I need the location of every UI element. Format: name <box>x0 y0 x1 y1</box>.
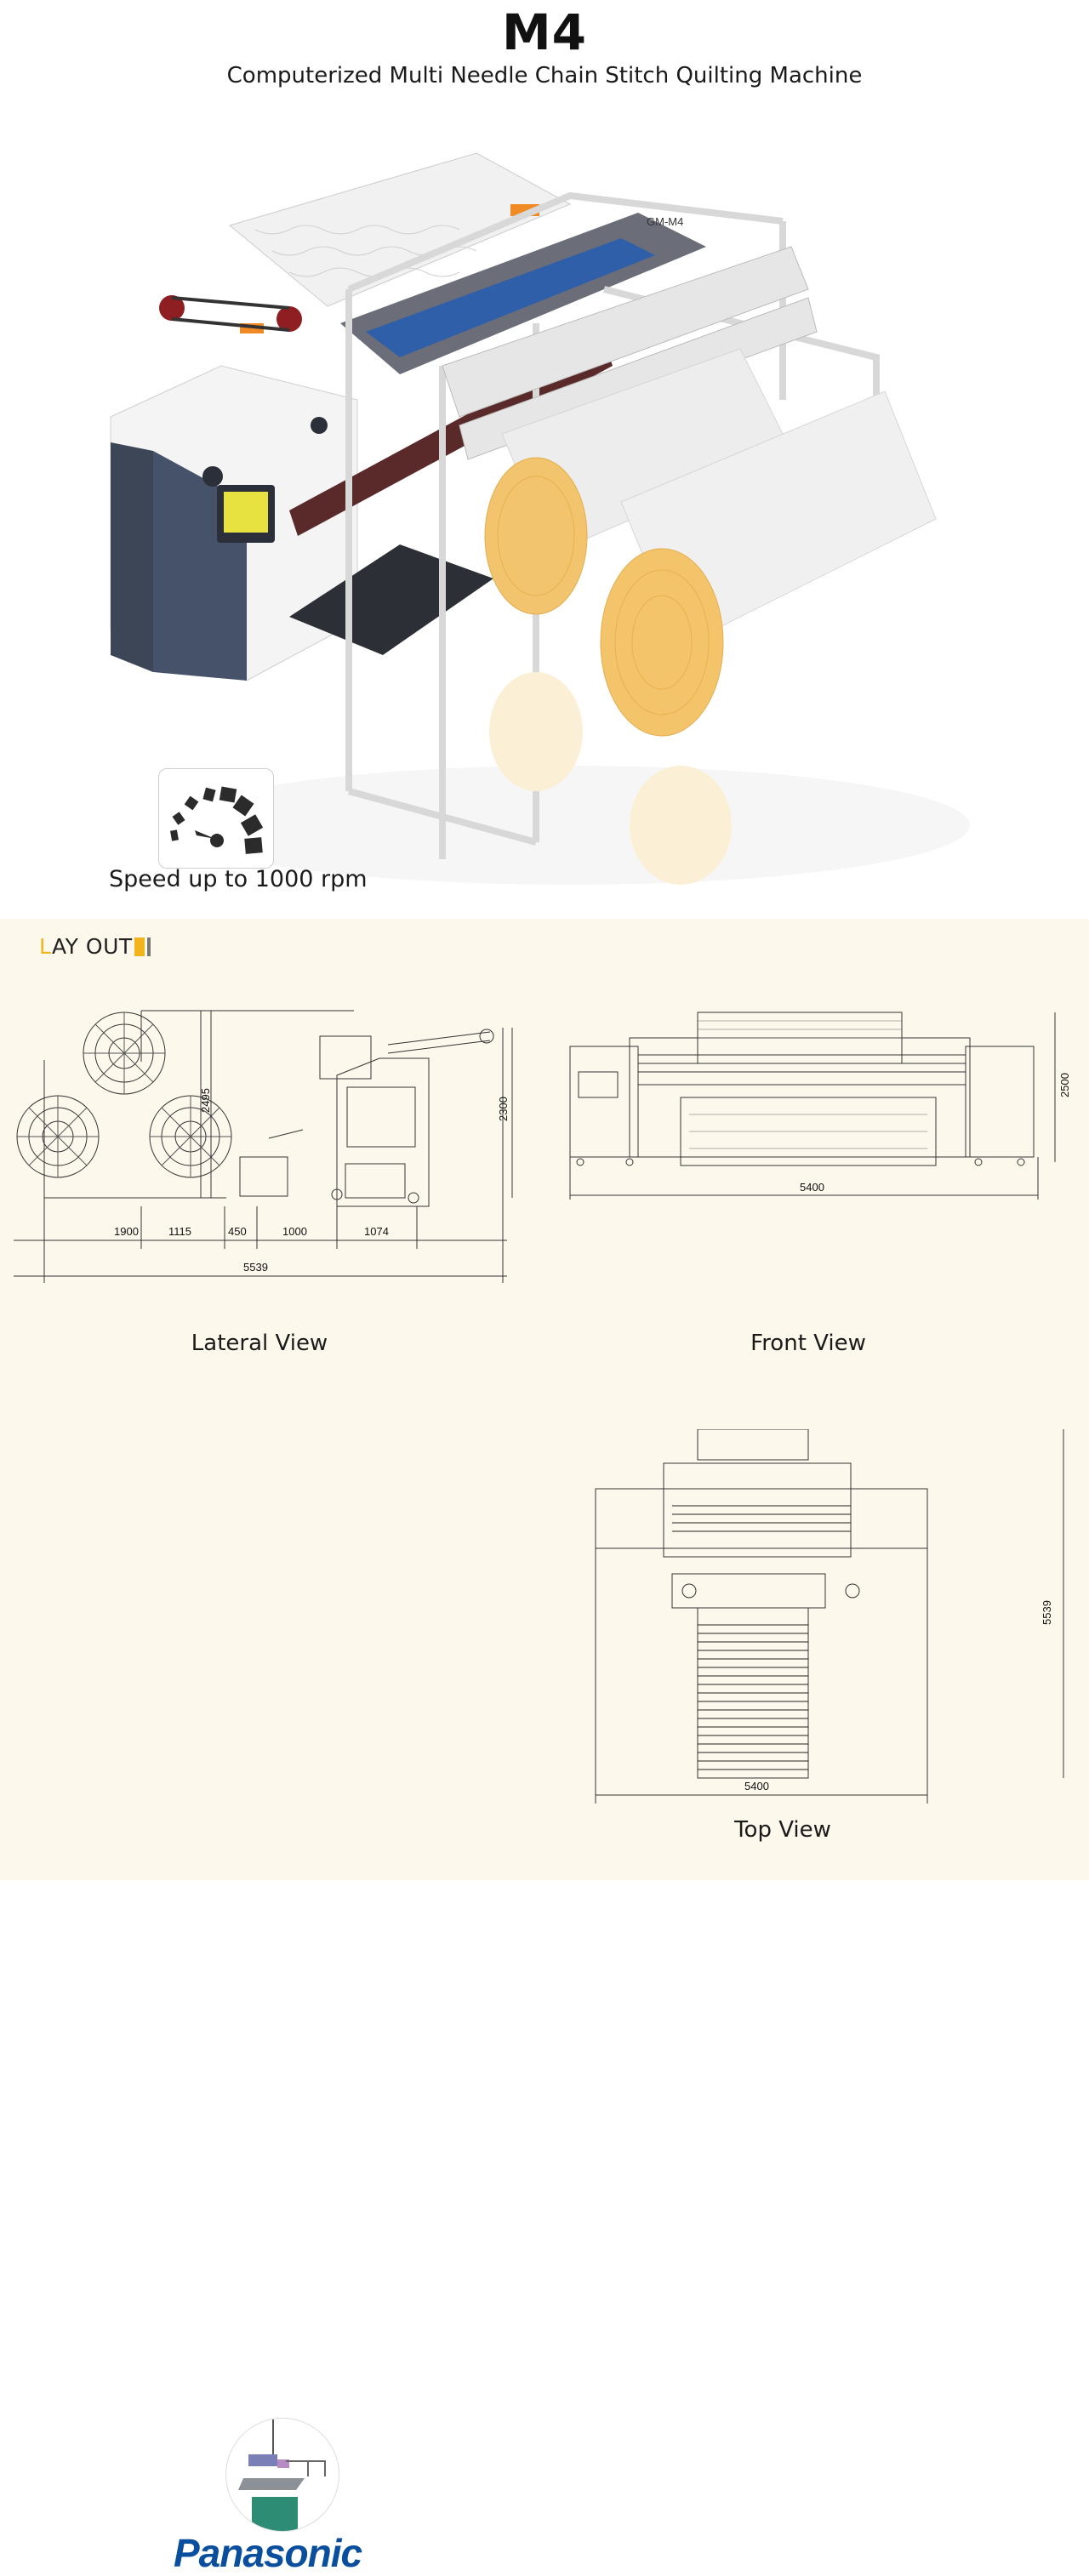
layout-title: LAY OUT <box>39 934 133 959</box>
speed-text: Speed up to 1000 rpm <box>109 866 368 892</box>
front-view-label: Front View <box>750 1331 866 1356</box>
top-view-label: Top View <box>734 1817 831 1843</box>
layout-title-initial: L <box>39 934 53 959</box>
lateral-dim-1115: 1115 <box>168 1225 191 1238</box>
needle-mechanism-icon <box>238 2419 326 2531</box>
top-dim-length: 5539 <box>1041 1600 1053 1625</box>
model-subtitle: Computerized Multi Needle Chain Stitch Q… <box>226 63 863 88</box>
layout-section: LAY OUT <box>0 919 1089 2575</box>
lateral-dim-1074: 1074 <box>364 1225 389 1238</box>
lateral-dim-1900: 1900 <box>114 1225 139 1238</box>
model-title: M4 <box>501 3 588 61</box>
speed-badge <box>158 768 274 869</box>
top-view-drawing: 5400 5539 <box>595 1429 1064 1804</box>
layout-title-rest: AY OUT <box>52 934 133 959</box>
lateral-dim-2300: 2300 <box>497 1097 510 1121</box>
lateral-view-drawing: 1900 1115 450 1000 1074 5539 2495 2300 <box>14 1010 513 1283</box>
lateral-dim-2495: 2495 <box>199 1088 212 1113</box>
panasonic-logo: Panasonic <box>174 2531 362 2575</box>
machine-label: GM-M4 <box>647 215 683 228</box>
machine-render: GM-M4 <box>110 152 970 885</box>
lateral-dim-total: 5539 <box>243 1261 268 1274</box>
lateral-dim-450: 450 <box>228 1225 247 1238</box>
speedometer-icon <box>170 786 264 854</box>
front-dim-width: 5400 <box>800 1181 824 1194</box>
title-accent-icon <box>134 938 151 956</box>
lateral-view-label: Lateral View <box>191 1331 328 1356</box>
front-dim-height: 2500 <box>1058 1073 1071 1097</box>
needle-illustration <box>225 2418 339 2532</box>
top-dim-width: 5400 <box>744 1780 769 1792</box>
front-view-drawing: 5400 2500 <box>569 1012 1071 1200</box>
lateral-dim-1000: 1000 <box>282 1225 307 1238</box>
hero-section: M4 Computerized Multi Needle Chain Stitc… <box>0 0 1089 919</box>
